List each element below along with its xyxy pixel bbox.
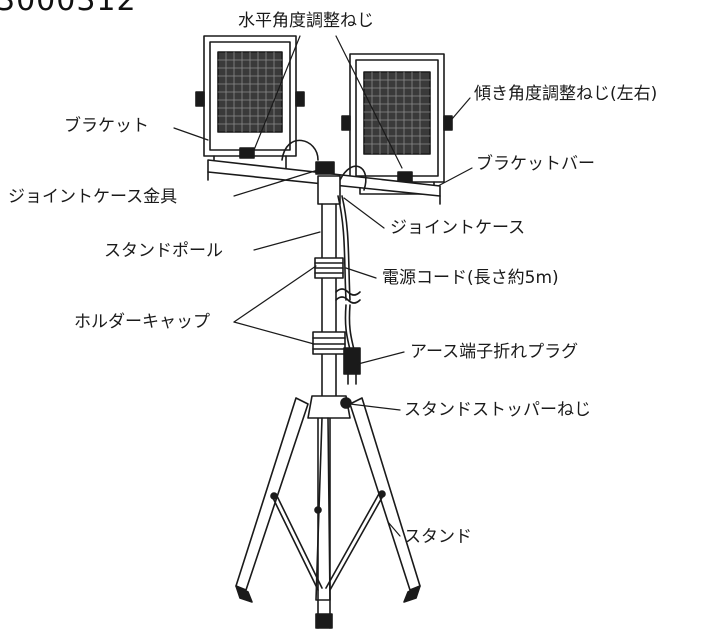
label-bracket: ブラケット bbox=[64, 116, 149, 136]
label-joint-case: ジョイントケース bbox=[390, 218, 526, 238]
label-holder-cap: ホルダーキャップ bbox=[74, 312, 210, 332]
leader-lines bbox=[173, 35, 473, 537]
right-floodlight bbox=[341, 53, 453, 195]
tripod-stand bbox=[235, 395, 421, 603]
label-tilt-angle-screw: 傾き角度調整ねじ(左右) bbox=[474, 84, 658, 104]
joint-case bbox=[317, 175, 341, 205]
label-joint-case-fitting: ジョイントケース金具 bbox=[8, 187, 178, 207]
label-stand-pole: スタンドポール bbox=[104, 241, 223, 261]
label-stand-stopper-screw: スタンドストッパーねじ bbox=[404, 400, 591, 420]
label-bracket-bar: ブラケットバー bbox=[476, 154, 595, 174]
label-stand: スタンド bbox=[404, 527, 472, 547]
left-floodlight bbox=[195, 35, 305, 171]
model-number: 3000312 bbox=[0, 0, 137, 18]
label-power-cord: 電源コード(長さ約5m) bbox=[382, 268, 559, 288]
label-ground-plug: アース端子折れプラグ bbox=[410, 342, 579, 362]
ground-plug bbox=[343, 347, 361, 385]
label-horizontal-angle-screw: 水平角度調整ねじ bbox=[238, 11, 374, 31]
